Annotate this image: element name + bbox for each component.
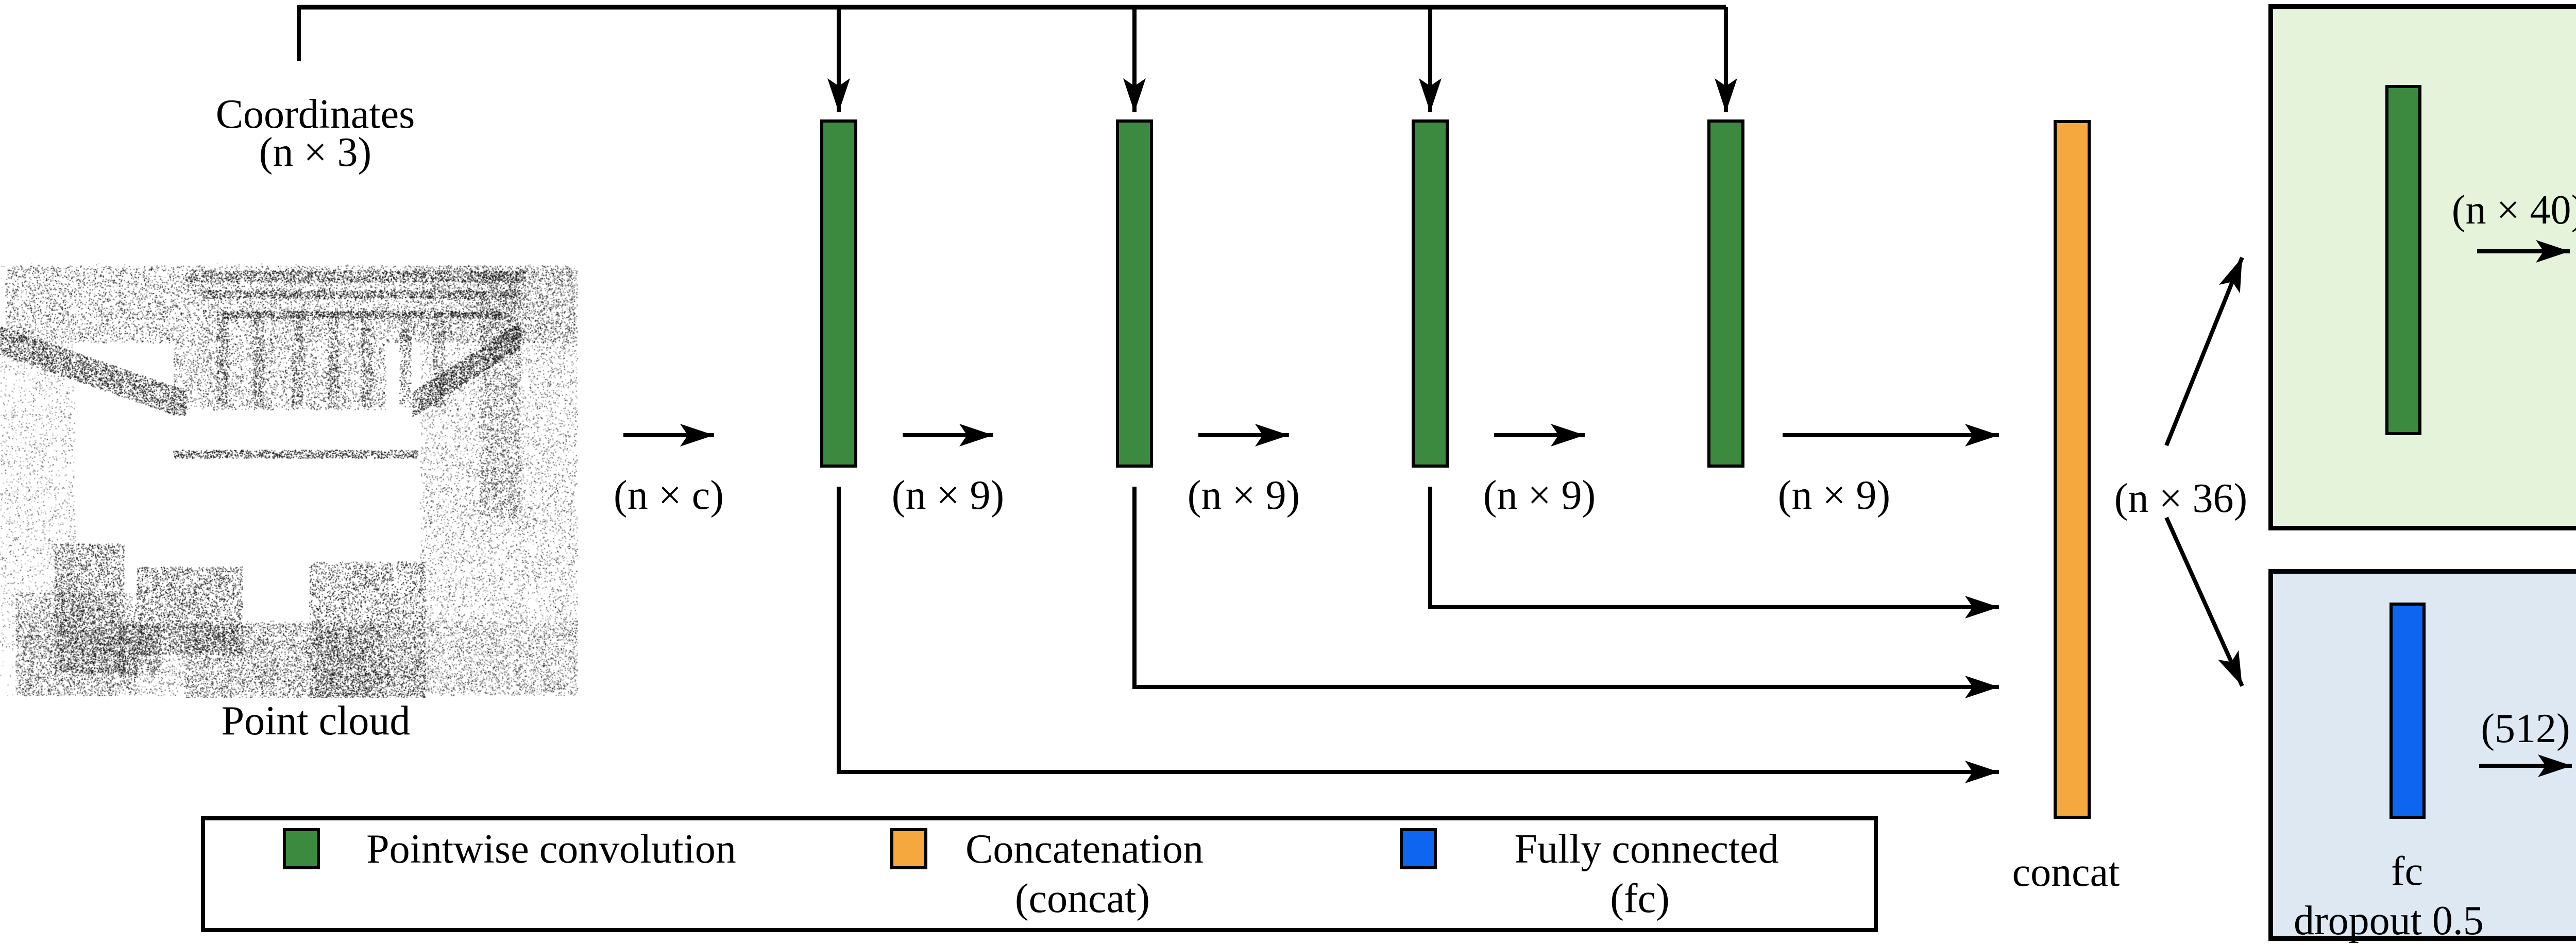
input-dim-label: (n × c)	[614, 473, 724, 518]
legend-swatch-pointwise-conv	[283, 828, 320, 869]
pointwise-conv-layer-2	[1116, 119, 1153, 468]
legend: Pointwise convolution Concatenation (con…	[201, 816, 1878, 932]
skip-connection-1	[837, 487, 1999, 783]
fc-label-1: fc	[2391, 849, 2424, 894]
pointwise-conv-layer-1	[820, 119, 857, 468]
skip-connection-3	[1428, 487, 1999, 618]
conv-dim-label-2: (n × 9)	[1187, 473, 1300, 518]
legend-swatch-concat	[890, 828, 927, 869]
skip-connection-2	[1132, 487, 1999, 698]
legend-label-fc-line1: Fully connected	[1514, 827, 1779, 872]
dropout-label: dropout 0.5	[2294, 898, 2484, 943]
concat-dim-label: (n × 36)	[2114, 476, 2248, 521]
legend-swatch-fc	[1400, 828, 1437, 869]
coordinates-label: Coordinates	[215, 92, 415, 137]
pointwise-conv-layer-3	[1412, 119, 1449, 468]
conv-dim-label-4: (n × 9)	[1777, 473, 1891, 518]
fc-bar-1	[2389, 603, 2426, 819]
segmentation-dim-label: (n × 40)	[2451, 187, 2576, 233]
branch-arrow-segmentation	[2164, 256, 2244, 446]
conv-dim-label-3: (n × 9)	[1483, 473, 1596, 518]
pointwise-conv-layer-4	[1707, 119, 1744, 468]
coordinates-dim-label: (n × 3)	[259, 130, 372, 175]
legend-label-concat-line1: Concatenation	[965, 827, 1204, 872]
legend-label-concat-line2: (concat)	[1014, 876, 1150, 921]
legend-label-fc-line2: (fc)	[1610, 876, 1670, 921]
fc-dim-label-1: (512)	[2481, 706, 2570, 751]
point-cloud-caption: Point cloud	[221, 698, 411, 744]
segmentation-panel	[2268, 4, 2576, 530]
conv-dim-label-1: (n × 9)	[891, 473, 1005, 518]
concat-caption: concat	[2012, 850, 2120, 895]
legend-label-pointwise-conv: Pointwise convolution	[366, 827, 736, 872]
concat-bar	[2054, 120, 2091, 819]
branch-arrow-classification	[2164, 517, 2244, 687]
segmentation-conv-bar	[2385, 85, 2421, 435]
point-cloud-image	[0, 234, 582, 698]
